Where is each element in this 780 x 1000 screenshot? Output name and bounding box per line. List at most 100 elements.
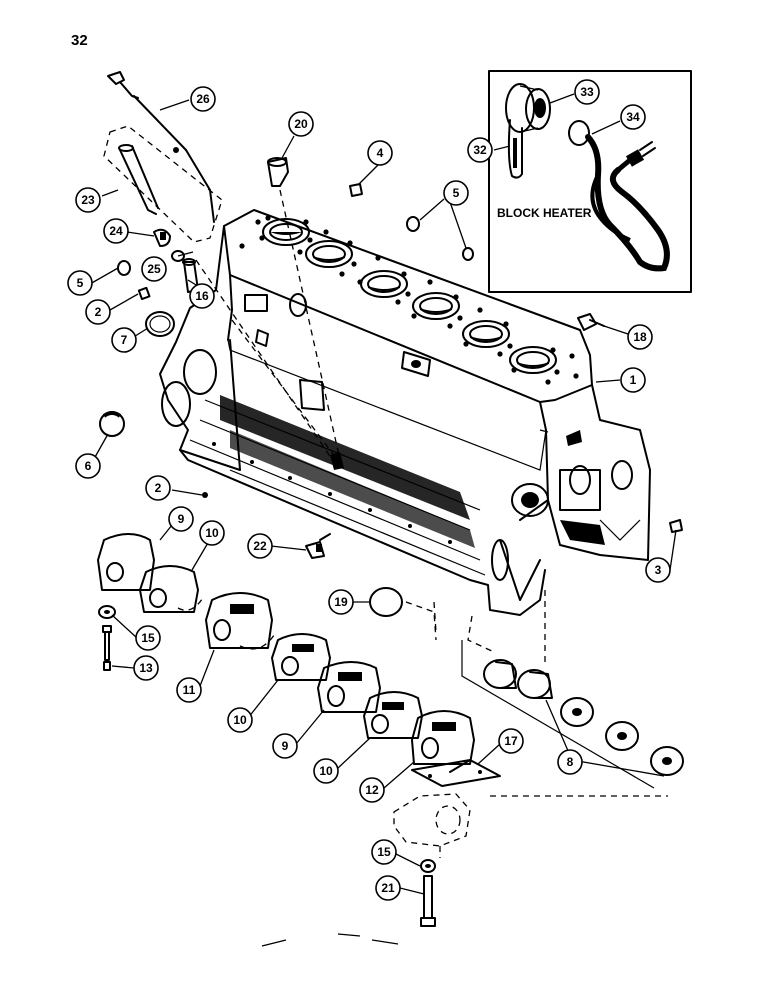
svg-text:7: 7 (121, 333, 128, 347)
dowel-leader-line (279, 189, 341, 461)
expansion-plug-7 (145, 311, 175, 337)
svg-text:33: 33 (580, 85, 594, 99)
shim-17 (411, 759, 501, 787)
callout-5-left: 5 (67, 270, 93, 296)
cam-bearing-1 (483, 659, 517, 689)
callout-15-top: 15 (135, 625, 161, 651)
block-pan-rail (179, 449, 546, 616)
callout-26: 26 (190, 86, 216, 112)
cylinder-bore-6 (509, 346, 557, 374)
svg-text:24: 24 (109, 224, 123, 238)
svg-text:9: 9 (282, 739, 289, 753)
callout-1: 1 (620, 367, 646, 393)
svg-text:22: 22 (253, 539, 267, 553)
svg-text:17: 17 (504, 734, 518, 748)
camshaft-bearings (433, 590, 684, 797)
cam-bearing-2 (517, 669, 553, 699)
dipstick-tube (103, 125, 223, 243)
callout-15-bottom: 15 (371, 839, 397, 865)
svg-text:10: 10 (205, 526, 219, 540)
callout-24: 24 (103, 218, 129, 244)
svg-text:2: 2 (95, 305, 102, 319)
svg-text:12: 12 (365, 783, 379, 797)
callout-34: 34 (620, 104, 646, 130)
svg-text:10: 10 (233, 713, 247, 727)
callout-10-low: 10 (313, 758, 339, 784)
plug-5-left (117, 260, 131, 276)
callout-33: 33 (574, 79, 600, 105)
washer-15-bottom (420, 859, 436, 873)
scan-artifact (261, 933, 399, 947)
oil-pump-outline (393, 793, 471, 858)
svg-text:2: 2 (155, 481, 162, 495)
bolt-21 (420, 875, 436, 927)
cylinder-bore-2 (305, 240, 353, 268)
svg-text:5: 5 (77, 276, 84, 290)
callout-32: 32 (467, 137, 493, 163)
callout-11: 11 (176, 677, 202, 703)
callout-16: 16 (189, 283, 215, 309)
callout-7: 7 (111, 327, 137, 353)
block-heater-inset: BLOCK HEATER (488, 70, 692, 293)
svg-text:1: 1 (630, 373, 637, 387)
callout-2-left: 2 (85, 299, 111, 325)
callout-19: 19 (328, 589, 354, 615)
callout-12: 12 (359, 777, 385, 803)
page-number: 32 (71, 32, 88, 49)
svg-text:16: 16 (195, 289, 209, 303)
pan-rail-holes (212, 442, 452, 544)
plug-2-right (202, 492, 208, 498)
callout-9-top: 9 (168, 506, 194, 532)
cylinder-bore-3 (360, 270, 408, 298)
washer-15-top (98, 605, 116, 619)
svg-text:34: 34 (626, 110, 640, 124)
callout-9-mid: 9 (272, 733, 298, 759)
cam-bearing-5 (650, 746, 684, 776)
cylinder-bore-4 (412, 292, 460, 320)
callout-22: 22 (247, 533, 273, 559)
svg-text:26: 26 (196, 92, 210, 106)
cylinder-bore-1 (262, 218, 310, 246)
callout-2-right: 2 (145, 475, 171, 501)
plug-4 (349, 183, 363, 197)
dowel-20 (267, 157, 289, 187)
callout-5-top: 5 (443, 180, 469, 206)
head-bolt-holes (239, 215, 579, 385)
svg-text:25: 25 (147, 262, 161, 276)
main-bearing-cap-9-top (97, 533, 155, 591)
svg-text:9: 9 (178, 512, 185, 526)
svg-text:6: 6 (85, 459, 92, 473)
block-heater-element (505, 83, 551, 179)
svg-text:23: 23 (81, 193, 95, 207)
block-cover-plate (244, 294, 268, 312)
main-bearing-cap-9-mid (317, 661, 381, 713)
svg-text:5: 5 (453, 186, 460, 200)
plug-5-top (406, 216, 474, 261)
o-ring-25 (171, 250, 185, 262)
svg-text:11: 11 (183, 683, 196, 697)
cam-bearing-4 (605, 721, 639, 751)
main-bearing-cap-12 (411, 710, 475, 773)
svg-text:13: 13 (139, 661, 153, 675)
block-front-face (547, 384, 651, 561)
cylinder-block (159, 209, 651, 616)
expansion-plug-19 (369, 587, 437, 641)
expansion-plug-6 (99, 411, 125, 437)
svg-text:32: 32 (473, 143, 487, 157)
callout-20: 20 (288, 111, 314, 137)
svg-text:15: 15 (141, 631, 155, 645)
callout-18: 18 (627, 324, 653, 350)
main-bearing-cap-10-mid (271, 633, 331, 681)
main-bearing-cap-10-low (363, 691, 423, 739)
inset-frame (488, 70, 692, 293)
svg-text:19: 19 (334, 595, 348, 609)
svg-text:15: 15 (377, 845, 391, 859)
cap-screw-18 (577, 313, 605, 331)
plug-2-left (137, 286, 151, 301)
main-bearing-cap-10-top (139, 565, 199, 613)
callout-13: 13 (133, 655, 159, 681)
temp-sensor-22 (305, 533, 331, 559)
inset-title: BLOCK HEATER (497, 206, 592, 220)
callout-8: 8 (557, 749, 583, 775)
